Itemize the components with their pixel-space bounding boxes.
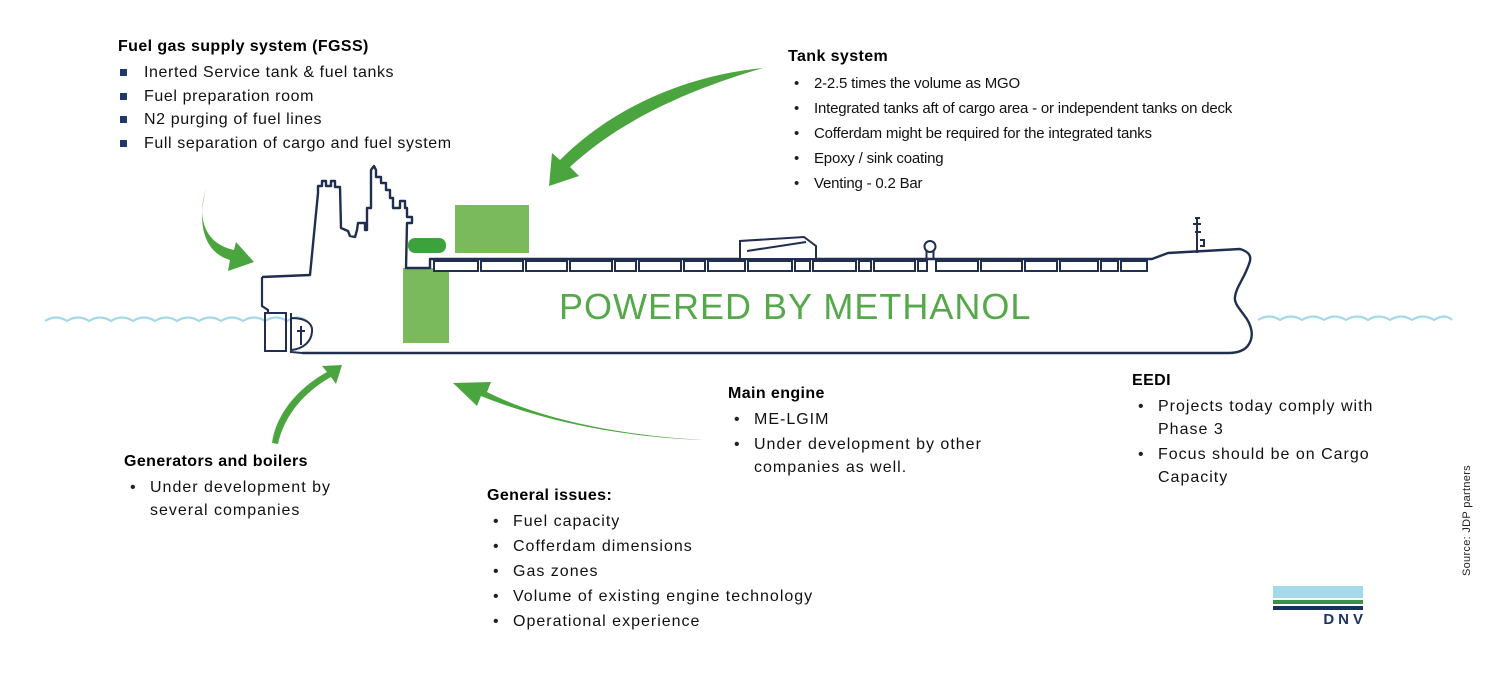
general-issues-list: Fuel capacity Cofferdam dimensions Gas z… [487,510,867,633]
list-item: Projects today comply with Phase 3 [1132,395,1397,441]
section-generators: Generators and boilers Under development… [124,453,349,524]
generators-arrow-icon [272,365,342,444]
list-item: Cofferdam might be required for the inte… [788,121,1308,146]
fuel-tank-box [455,205,529,253]
source-note: Source: JDP partners [1461,465,1473,576]
generators-list: Under development by several companies [124,476,349,522]
generators-title: Generators and boilers [124,453,308,470]
section-main-engine: Main engine ME-LGIM Under development by… [728,385,1008,481]
list-item: Integrated tanks aft of cargo area - or … [788,96,1308,121]
service-tank-pill [408,238,446,253]
hatch-row [433,260,1148,272]
general-issues-title: General issues: [487,487,613,504]
propeller [290,313,314,354]
dnv-logo-navy-bar-icon [1273,606,1363,610]
eedi-title: EEDI [1132,372,1171,389]
fgss-arrow-icon [202,189,254,271]
main-engine-list: ME-LGIM Under development by other compa… [728,408,1008,479]
waterline-right-icon [1257,315,1453,322]
main-engine-title: Main engine [728,385,825,402]
list-item: Epoxy / sink coating [788,146,1308,171]
list-item: Fuel preparation room [118,85,518,109]
dnv-logo-text: DNV [1323,611,1367,628]
stern-edge [260,277,270,313]
list-item: Fuel capacity [487,510,867,533]
list-item: Gas zones [487,560,867,583]
tank-system-list: 2-2.5 times the volume as MGO Integrated… [788,71,1308,196]
dnv-logo-green-bar-icon [1273,600,1363,604]
list-item: Focus should be on Cargo Capacity [1132,443,1397,489]
fgss-title: Fuel gas supply system (FGSS) [118,38,369,55]
list-item: ME-LGIM [728,408,1008,431]
list-item: N2 purging of fuel lines [118,108,518,132]
list-item: Cofferdam dimensions [487,535,867,558]
list-item: Venting - 0.2 Bar [788,171,1308,196]
ship-power-label: POWERED BY METHANOL [559,286,1032,327]
fuel-prep-room-box [403,268,449,343]
section-general-issues: General issues: Fuel capacity Cofferdam … [487,487,867,635]
eedi-list: Projects today comply with Phase 3 Focus… [1132,395,1397,489]
main-engine-arrow-icon [453,382,703,440]
section-tank-system: Tank system 2-2.5 times the volume as MG… [788,48,1308,196]
dnv-logo-lightblue-bar-icon [1273,586,1363,598]
section-fgss: Fuel gas supply system (FGSS) Inerted Se… [118,38,518,155]
deck-vent [923,240,937,259]
ship-hull [261,164,1253,355]
tank-arrow-icon [549,68,763,186]
list-item: 2-2.5 times the volume as MGO [788,71,1308,96]
section-eedi: EEDI Projects today comply with Phase 3 … [1132,372,1397,491]
waterline-left-icon [44,316,308,323]
list-item: Under development by several companies [124,476,349,522]
tank-system-title: Tank system [788,48,889,65]
dnv-logo: DNV [1273,586,1363,628]
list-item: Inerted Service tank & fuel tanks [118,61,518,85]
lifeboat [739,235,817,260]
rudder [264,312,287,352]
fgss-list: Inerted Service tank & fuel tanks Fuel p… [118,61,518,155]
list-item: Operational experience [487,610,867,633]
list-item: Volume of existing engine technology [487,585,867,608]
bow-mast [1193,217,1205,253]
list-item: Full separation of cargo and fuel system [118,132,518,156]
list-item: Under development by other companies as … [728,433,1008,479]
